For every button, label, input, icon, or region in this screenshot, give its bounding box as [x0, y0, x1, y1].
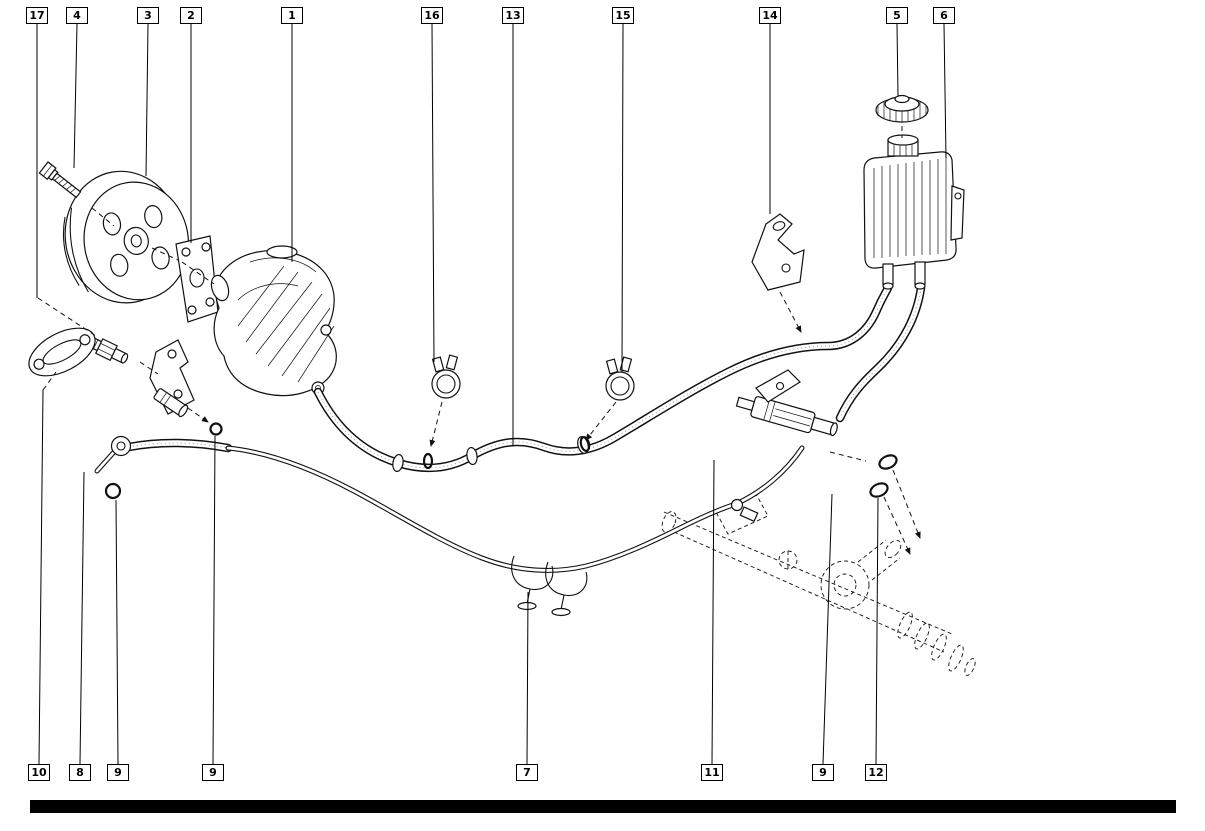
leader-line-15: [621, 23, 624, 373]
callout-2[interactable]: 2: [180, 7, 202, 24]
callout-4[interactable]: 4: [66, 7, 88, 24]
callout-13[interactable]: 13: [502, 7, 524, 24]
elbow-fitting-drawing: [94, 435, 132, 474]
pulley-drawing: [62, 170, 190, 304]
leader-line-9: [822, 493, 833, 765]
pipe-clamp-drawing: [511, 555, 588, 617]
leader-line-5: [896, 23, 899, 97]
callout-9[interactable]: 9: [812, 764, 834, 781]
rack-junction-fittings: [730, 498, 759, 523]
steering-rack-ghost-drawing: [661, 493, 976, 676]
return-hose-drawing: [124, 438, 233, 453]
leader-line-8: [79, 471, 85, 765]
callout-14[interactable]: 14: [759, 7, 781, 24]
leader-line-11: [711, 459, 715, 765]
suction-hose-drawing: [313, 283, 893, 473]
valve-union-drawing: [735, 396, 838, 437]
spring-clamp-15-drawing: [605, 356, 635, 401]
callout-10[interactable]: 10: [28, 764, 50, 781]
power-steering-pump-drawing: [210, 245, 337, 397]
callout-16[interactable]: 16: [421, 7, 443, 24]
callout-11[interactable]: 11: [701, 764, 723, 781]
callout-9[interactable]: 9: [202, 764, 224, 781]
callout-6[interactable]: 6: [933, 7, 955, 24]
o-ring-9c: [878, 454, 898, 470]
spring-clamp-16-drawing: [431, 354, 461, 399]
bottom-bar: [30, 800, 1176, 813]
assembly-dash-lines: [37, 126, 921, 555]
leader-line-12: [875, 497, 879, 765]
union-fitting-drawing: [153, 388, 189, 418]
callout-1[interactable]: 1: [281, 7, 303, 24]
o-ring-9b: [209, 422, 223, 436]
leader-line-9: [212, 435, 216, 765]
callout-17[interactable]: 17: [26, 7, 48, 24]
pump-flange-drawing: [175, 235, 219, 323]
return-pipe-drawing: [225, 445, 739, 573]
hose-collars: [392, 436, 591, 473]
callout-3[interactable]: 3: [137, 7, 159, 24]
callout-9[interactable]: 9: [107, 764, 129, 781]
pulley-bolt-drawing: [38, 161, 82, 199]
leader-line-6: [943, 23, 947, 159]
leader-line-4: [73, 23, 78, 169]
mount-bracket-drawing: [28, 327, 96, 377]
reservoir-hose-drawing: [835, 283, 926, 423]
leader-line-16: [431, 23, 435, 363]
reservoir-cap-drawing: [875, 94, 929, 123]
o-ring-9a: [104, 482, 122, 500]
callout-8[interactable]: 8: [69, 764, 91, 781]
callout-5[interactable]: 5: [886, 7, 908, 24]
o-ring-12: [869, 482, 889, 498]
callout-12[interactable]: 12: [865, 764, 887, 781]
hose-bracket-drawing: [751, 213, 805, 291]
leader-line-7: [526, 591, 529, 765]
callout-leader-lines: [36, 23, 947, 765]
valve-bracket-drawing: [755, 369, 801, 403]
fluid-reservoir-drawing: [863, 134, 965, 290]
pressure-pipe-drawing: [733, 445, 805, 507]
leader-line-10: [38, 389, 44, 765]
leader-line-9: [115, 499, 119, 765]
callout-15[interactable]: 15: [612, 7, 634, 24]
leader-line-3: [145, 23, 149, 177]
callout-7[interactable]: 7: [516, 764, 538, 781]
